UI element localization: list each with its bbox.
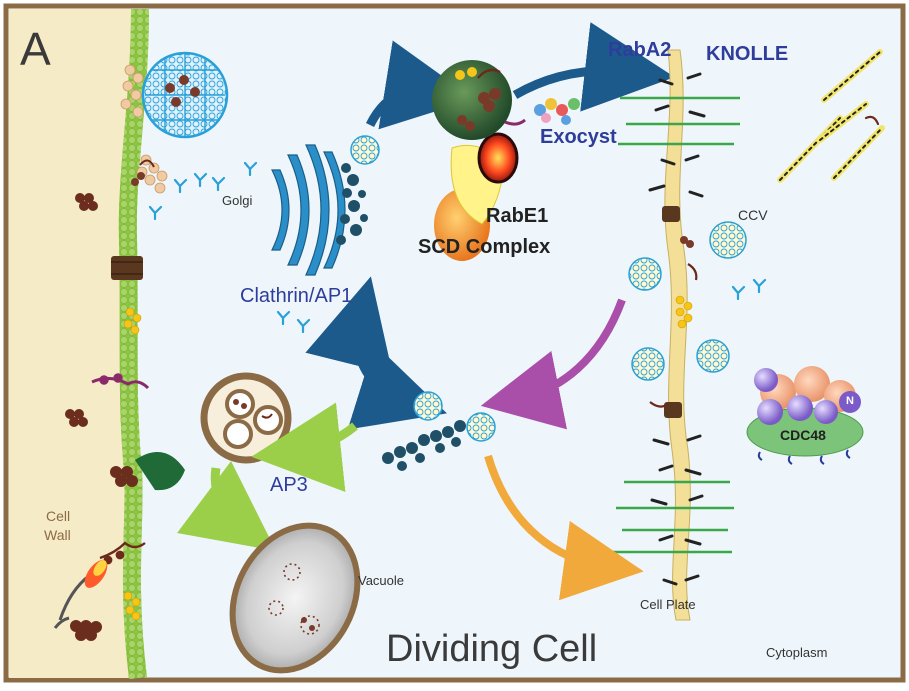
clathrin-cage: [141, 51, 229, 139]
n-subunit-label: N: [846, 395, 854, 407]
exocyst-label: Exocyst: [540, 126, 617, 148]
arrow-mvb-to-vacuole: [176, 460, 276, 552]
cell-wall-label-2: Wall: [44, 527, 71, 543]
arrow-golgi-to-scd: [365, 40, 475, 130]
adaptor-y-icons: [148, 161, 767, 334]
arrow-plate-to-tgn: [480, 298, 626, 430]
multivesicular-body: [200, 372, 292, 464]
scd-complex-label: SCD Complex: [418, 236, 551, 258]
raba2-label: RabA2: [608, 39, 672, 61]
yellow-granules: [123, 307, 142, 621]
cargo-molecule-lower: [99, 541, 146, 565]
cdc48-label: CDC48: [780, 427, 826, 443]
vacuole-label: Vacuole: [358, 573, 405, 588]
cdc48-complex: [746, 366, 864, 465]
scd-complex: [432, 60, 526, 261]
ap3-label: AP3: [270, 474, 308, 496]
rabe1-label: RabE1: [486, 205, 549, 227]
golgi-label: Golgi: [222, 193, 253, 208]
vacuole: [229, 522, 361, 674]
endocytic-pit-beads: [120, 64, 168, 194]
exocyst-complex: [534, 98, 580, 125]
knolle-label: KNOLLE: [706, 43, 789, 65]
phragmoplast-microtubules: [777, 49, 885, 183]
polysaccharide-cluster: [65, 193, 102, 641]
clathrin-ap1-label: Clathrin/AP1: [240, 285, 353, 307]
panel-letter: A: [20, 23, 51, 75]
receptor-complex: [110, 452, 185, 491]
ccv-label: CCV: [738, 207, 768, 223]
cell-wall: [9, 9, 140, 678]
growth-icon: [53, 560, 108, 629]
ccv-vesicles-plate: [628, 221, 747, 381]
plasmodesma: [111, 256, 143, 280]
cell-plate-label: Cell Plate: [640, 597, 696, 612]
central-tgn: [382, 420, 466, 471]
cell-plate: [664, 49, 691, 621]
membrane-protein-purple: [91, 373, 150, 390]
cytoplasm-label: Cytoplasm: [766, 645, 828, 660]
arrow-ap1-bidirectional: [305, 276, 447, 430]
cell-wall-label-1: Cell: [46, 508, 71, 524]
arrow-scd-to-plate: [512, 22, 675, 112]
tgn-network: [336, 163, 368, 245]
arrow-tgn-to-mvb: [251, 402, 358, 493]
arrow-tgn-to-plate: [484, 454, 644, 601]
cargo-molecule: [131, 159, 155, 186]
plate-filaments: [648, 72, 706, 586]
dividing-cell-title: Dividing Cell: [386, 628, 598, 670]
